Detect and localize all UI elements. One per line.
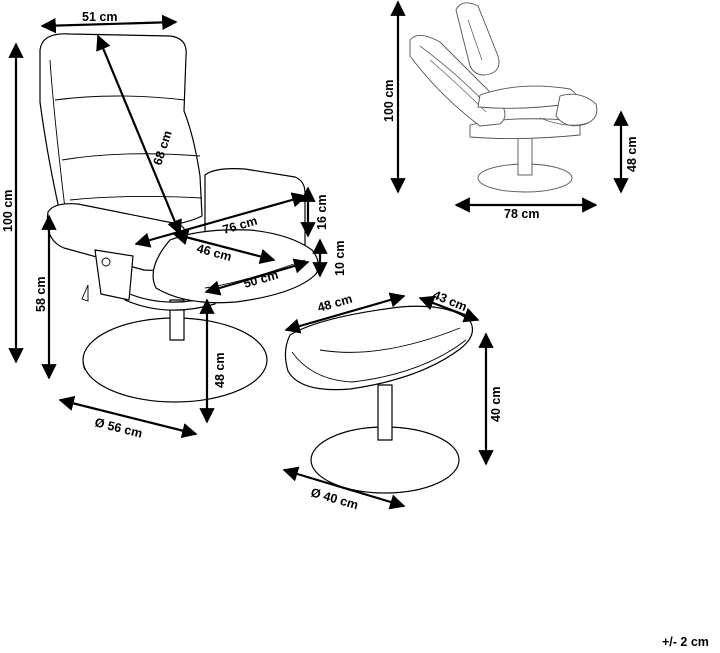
- label-side-depth: 78 cm: [504, 207, 539, 221]
- side-headrest: [455, 2, 500, 76]
- label-chair-base-height: 48 cm: [213, 353, 227, 388]
- label-side-height: 100 cm: [382, 80, 396, 122]
- recliner-side-view: [409, 2, 598, 193]
- ottoman-cushion: [284, 305, 473, 391]
- ottoman-stem: [377, 384, 393, 441]
- label-armrest-height: 16 cm: [315, 195, 329, 230]
- chair-side-pocket: [94, 249, 134, 301]
- label-chair-top-width: 51 cm: [82, 10, 117, 24]
- ottoman: [284, 305, 473, 494]
- dimension-lines: [8, 0, 629, 510]
- tolerance-note: +/- 2 cm: [662, 635, 709, 649]
- label-cushion-thickness: 10 cm: [333, 241, 347, 276]
- label-chair-total-height: 100 cm: [1, 190, 15, 232]
- label-side-seat-height: 48 cm: [625, 137, 639, 172]
- label-ottoman-height: 40 cm: [489, 387, 503, 422]
- recliner-chair: [39, 33, 319, 403]
- label-chair-seat-height: 58 cm: [34, 277, 48, 312]
